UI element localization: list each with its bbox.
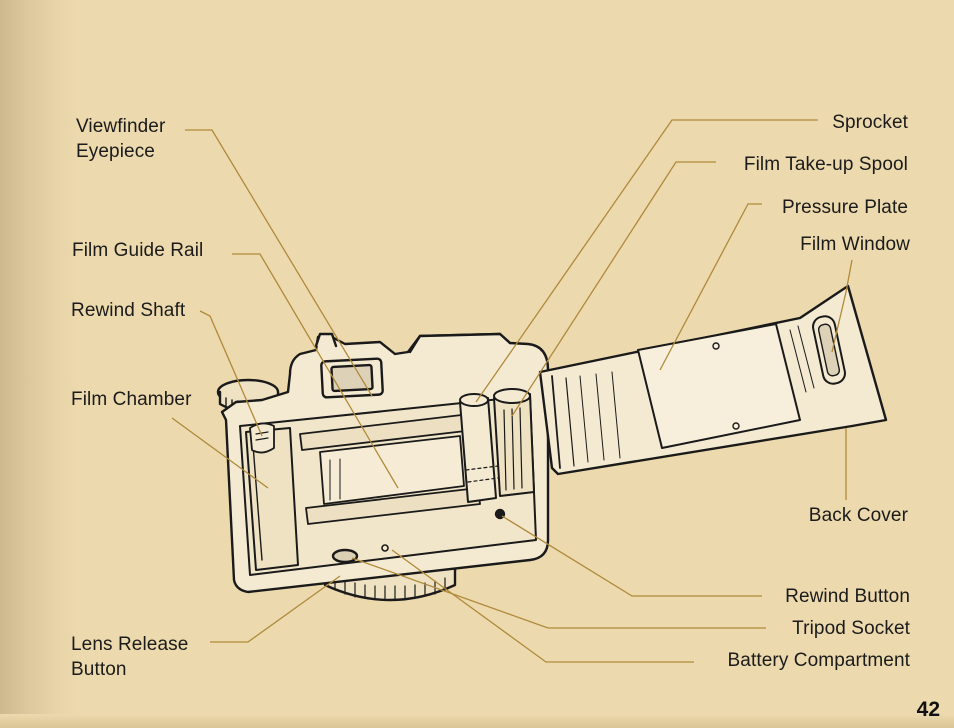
page-bottom-edge [0,714,954,728]
label-viewfinder-eyepiece: Viewfinder Eyepiece [76,114,165,164]
leader-rewind-shaft [199,310,263,437]
film-chamber-drawing [245,422,299,571]
film-guide-rails-drawing [299,413,481,525]
hot-shoe [314,332,338,348]
label-film-take-up-spool: Film Take-up Spool [743,154,908,175]
take-up-spool-drawing [459,388,535,503]
leader-lines [171,119,853,663]
leader-take-up-spool [511,161,716,417]
label-battery-compartment: Battery Compartment [727,650,910,671]
label-sprocket: Sprocket [832,112,908,133]
label-viewfinder-line2: Eyepiece [76,141,155,162]
page-spine-shadow [0,0,78,728]
label-film-guide-rail: Film Guide Rail [72,240,204,261]
leader-film-chamber [171,417,269,489]
leader-film-window [831,259,853,353]
leader-viewfinder [185,129,373,397]
pressure-plate-drawing [637,323,801,449]
label-rewind-button: Rewind Button [785,586,910,607]
label-film-chamber: Film Chamber [71,389,192,410]
page-number: 42 [916,698,940,721]
back-cover-drawing [538,284,888,476]
label-pressure-plate: Pressure Plate [781,197,908,218]
label-tripod-socket: Tripod Socket [792,618,910,639]
label-lens-release-line1: Lens Release [71,634,189,655]
leader-battery-compartment [391,549,694,663]
leader-film-guide-rail [232,253,399,489]
pentaprism-top [408,332,512,354]
label-film-window: Film Window [800,234,910,255]
tripod-socket-drawing [331,548,359,564]
label-back-cover: Back Cover [808,505,908,526]
label-lens-release-line2: Button [71,659,127,680]
label-lens-release-button: Lens Release Button [71,632,188,682]
leader-pressure-plate [659,203,762,371]
leader-sprocket [475,119,818,403]
leader-lens-release [210,575,341,643]
viewfinder-eyepiece-drawing [320,357,384,399]
film-window-drawing [812,315,846,385]
leader-tripod-socket [351,557,766,629]
label-viewfinder-line1: Viewfinder [76,116,166,137]
leader-rewind-button [501,515,762,597]
label-rewind-shaft: Rewind Shaft [71,300,186,321]
